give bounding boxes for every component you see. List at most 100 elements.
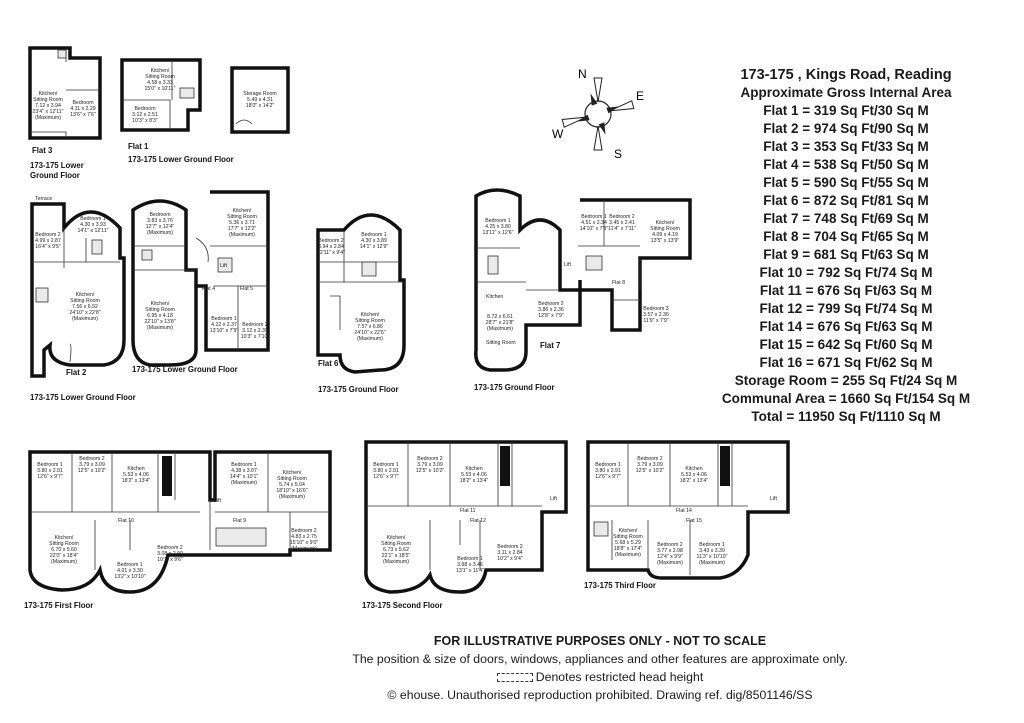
room-label-line: 3.86 x 2.36 [538, 307, 564, 313]
flat-label: Flat 2 [66, 368, 87, 377]
room-label-line: 10'1" x 9'6" [157, 557, 183, 563]
room-label-line: Kitchen [127, 466, 144, 472]
room-label-line: (Maximum) [383, 559, 409, 565]
room-label-line: 16'4" x 9'5" [35, 244, 61, 250]
area-row: Flat 11 = 676 Sq Ft/63 Sq M [759, 283, 933, 298]
room-label-line: 4.51 x 2.34 [581, 220, 607, 226]
room-label-line: Bedroom 1 [211, 316, 236, 322]
room-label-line: 10'3" x 8'3" [132, 118, 158, 124]
plan-caption: 173-175 Lower Ground Floor [132, 365, 238, 374]
plan-caption: 173-175 First Floor [24, 601, 93, 610]
room-label-line: 4.11 x 2.29 [70, 106, 95, 112]
room-label-line: 15'0" x 10'11" [145, 86, 176, 92]
room-label-line: 12'4" x 9'9" [657, 554, 683, 560]
room-label-line: 6.70 x 5.60 [51, 547, 77, 553]
room-label-line: (Maximum) [291, 546, 317, 552]
room-label-line: Bedroom 1 [699, 542, 724, 548]
room-label-line: Kitchen/ [151, 68, 170, 74]
room-label-line: (Maximum) [279, 494, 305, 500]
compass-south: S [614, 147, 622, 161]
room-label-line: 3.79 x 3.09 [79, 462, 105, 468]
room-label-line: Bedroom 2 [637, 456, 662, 462]
room-label-line: 7.57 x 6.86 [357, 324, 383, 330]
room-label-line: 3.79 x 3.09 [637, 462, 663, 468]
compass-east: E [636, 89, 644, 103]
area-row: Flat 15 = 642 Sq Ft/60 Sq M [759, 337, 933, 352]
room-label-line: Kitchen/ [233, 208, 252, 214]
room-label-line: Kitchen/ [619, 528, 638, 534]
area-row: Flat 8 = 704 Sq Ft/65 Sq M [763, 229, 929, 244]
area-row: Flat 3 = 353 Sq Ft/33 Sq M [763, 139, 929, 154]
room-label-line: 3.12 x 2.39 [242, 328, 268, 334]
room-label-line: Sitting Room [650, 226, 680, 232]
plan-caption: 173-175 Ground Floor [474, 383, 555, 392]
lift-label: Lift [564, 262, 571, 268]
room-label-line: Bedroom 1 [117, 562, 142, 568]
room-label-line: (Maximum) [357, 336, 383, 342]
flat-label: Flat 10 [118, 518, 134, 524]
flat-label: Flat 9 [233, 518, 246, 524]
room-label-line: 28'7" x 21'8" [486, 320, 515, 326]
room-label-line: Bedroom 1 [231, 462, 256, 468]
room-label-line: Kitchen/ [39, 91, 58, 97]
room-label-line: 22'0" x 18'4" [50, 553, 79, 559]
room-label-line: 13'6" x 7'6" [70, 112, 96, 118]
lift-label: Lift [550, 496, 557, 502]
flat-label: Flat 3 [32, 146, 53, 155]
room-label-line: 13'10" x 7'9" [210, 328, 239, 334]
flat-label: Flat 4 [202, 286, 215, 292]
room-label-line: 7.56 x 6.92 [72, 304, 98, 310]
room-label-line: Sitting Room [277, 476, 307, 482]
lift-label: Lift [220, 263, 227, 269]
room-label-line: 12'6" x 9'7" [37, 474, 63, 480]
disclaimer: FOR ILLUSTRATIVE PURPOSES ONLY - NOT TO … [433, 634, 767, 648]
room-label-line: Kitchen [465, 466, 482, 472]
room-label-line: 4.25 x 3.80 [485, 224, 511, 230]
room-label-line: 3.80 x 2.91 [595, 468, 621, 474]
plan-caption: 173-175 Third Floor [584, 581, 656, 590]
room-label-line: Bedroom 1 [595, 462, 620, 468]
room-label-line: Bedroom 2 [609, 214, 634, 220]
room-label: Kitchen [486, 294, 503, 300]
room-label-line: Bedroom 1 [485, 218, 510, 224]
room-label-line: 4.09 x 4.19 [652, 232, 678, 238]
room-label-line: Bedroom 2 [157, 545, 182, 551]
room-label-line: 3.94 x 2.84 [318, 244, 344, 250]
room-label-line: Bedroom 2 [242, 322, 267, 328]
room-label-line: Sitting Room [227, 214, 257, 220]
room-label-line: 4.99 x 2.87 [35, 238, 61, 244]
room-label-line: 5.49 x 4.31 [247, 97, 273, 103]
area-row: Flat 7 = 748 Sq Ft/69 Sq M [763, 211, 929, 226]
room-label-line: 4.58 x 3.33 [147, 80, 173, 86]
lift-label: Lift [770, 496, 777, 502]
room-label-line: Sitting Room [145, 307, 175, 313]
room-label-line: 5.53 x 4.06 [461, 472, 487, 478]
plan-caption: 173-175 Lower Ground Floor [30, 393, 136, 402]
room-label-line: 18'2" x 13'4" [122, 478, 151, 484]
lift-label: Lift [214, 498, 221, 504]
room-label-line: (Maximum) [231, 480, 257, 486]
room-label-line: 4.01 x 3.30 [117, 568, 143, 574]
